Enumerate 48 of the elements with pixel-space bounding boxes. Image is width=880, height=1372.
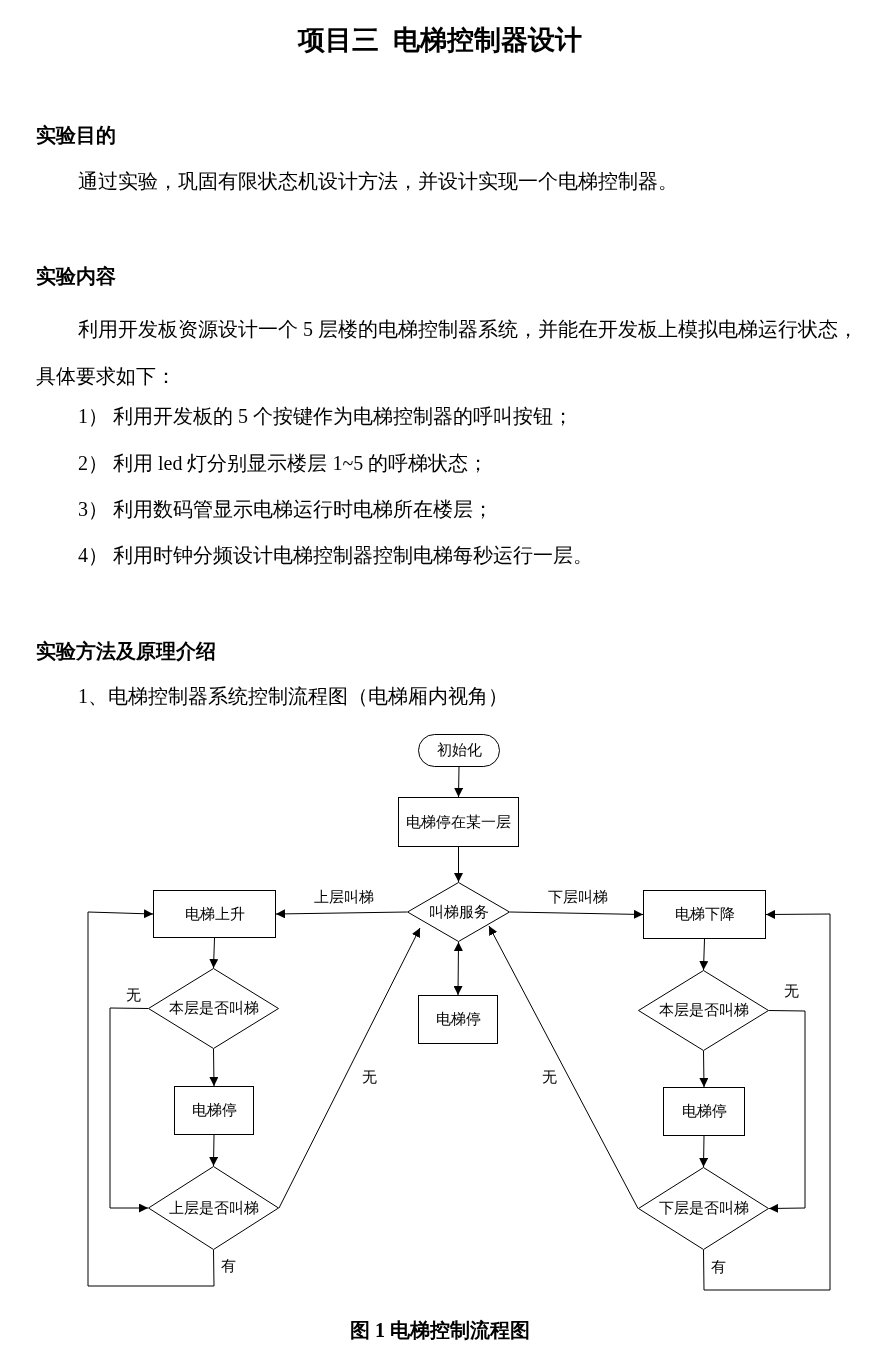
arrow	[209, 1134, 219, 1167]
arrow	[699, 1135, 709, 1168]
edge-label: 无	[540, 1068, 559, 1087]
list-item: 3） 利用数码管显示电梯运行时电梯所在楼层；	[78, 497, 493, 522]
process-box: 电梯停	[418, 995, 498, 1044]
arrow	[453, 941, 463, 996]
list-item: 1） 利用开发板的 5 个按键作为电梯控制器的呼叫按钮；	[78, 404, 573, 429]
arrow	[699, 938, 709, 971]
edge-label: 无	[124, 986, 143, 1005]
arrow	[488, 925, 639, 1209]
arrow	[703, 909, 831, 1291]
decision-diamond: 下层是否叫梯	[638, 1167, 769, 1250]
arrow	[275, 909, 408, 919]
arrow	[87, 909, 215, 1287]
process-box: 电梯下降	[643, 890, 766, 939]
arrow	[109, 1007, 149, 1213]
figure-caption: 图 1 电梯控制流程图	[349, 1318, 531, 1343]
edge-label: 有	[219, 1257, 238, 1276]
paragraph: 通过实验，巩固有限状态机设计方法，并设计实现一个电梯控制器。	[78, 169, 678, 194]
decision-diamond: 本层是否叫梯	[148, 968, 279, 1049]
process-box: 电梯停	[174, 1086, 254, 1135]
list-item: 4） 利用时钟分频设计电梯控制器控制电梯每秒运行一层。	[78, 543, 593, 568]
process-box: 电梯停在某一层	[398, 797, 519, 847]
arrow	[509, 909, 644, 919]
arrow	[209, 937, 219, 969]
edge-label: 无	[782, 982, 801, 1001]
section-heading: 实验方法及原理介绍	[36, 639, 216, 664]
arrow	[209, 1048, 219, 1087]
arrow	[699, 1050, 709, 1088]
arrow	[454, 846, 463, 883]
edge-label: 下层叫梯	[546, 888, 610, 907]
edge-label: 无	[360, 1068, 379, 1087]
process-box: 电梯上升	[153, 890, 276, 938]
arrow	[278, 927, 421, 1209]
list-item: 2） 利用 led 灯分别显示楼层 1~5 的呼梯状态；	[78, 451, 489, 476]
edge-label: 有	[709, 1258, 728, 1277]
edge-label: 上层叫梯	[312, 888, 376, 907]
decision-diamond: 本层是否叫梯	[638, 970, 769, 1051]
section-heading: 实验目的	[36, 123, 116, 148]
page-title: 项目三 电梯控制器设计	[296, 24, 583, 57]
decision-diamond: 上层是否叫梯	[148, 1166, 279, 1250]
section-heading: 实验内容	[36, 264, 116, 289]
process-box: 电梯停	[663, 1087, 745, 1136]
paragraph: 利用开发板资源设计一个 5 层楼的电梯控制器系统，并能在开发板上模拟电梯运行状态，具体要求如下：	[36, 317, 859, 389]
arrow	[454, 766, 464, 798]
subheading: 1、电梯控制器系统控制流程图（电梯厢内视角）	[78, 684, 508, 709]
decision-diamond: 叫梯服务	[407, 882, 510, 942]
arrow	[768, 1010, 806, 1213]
